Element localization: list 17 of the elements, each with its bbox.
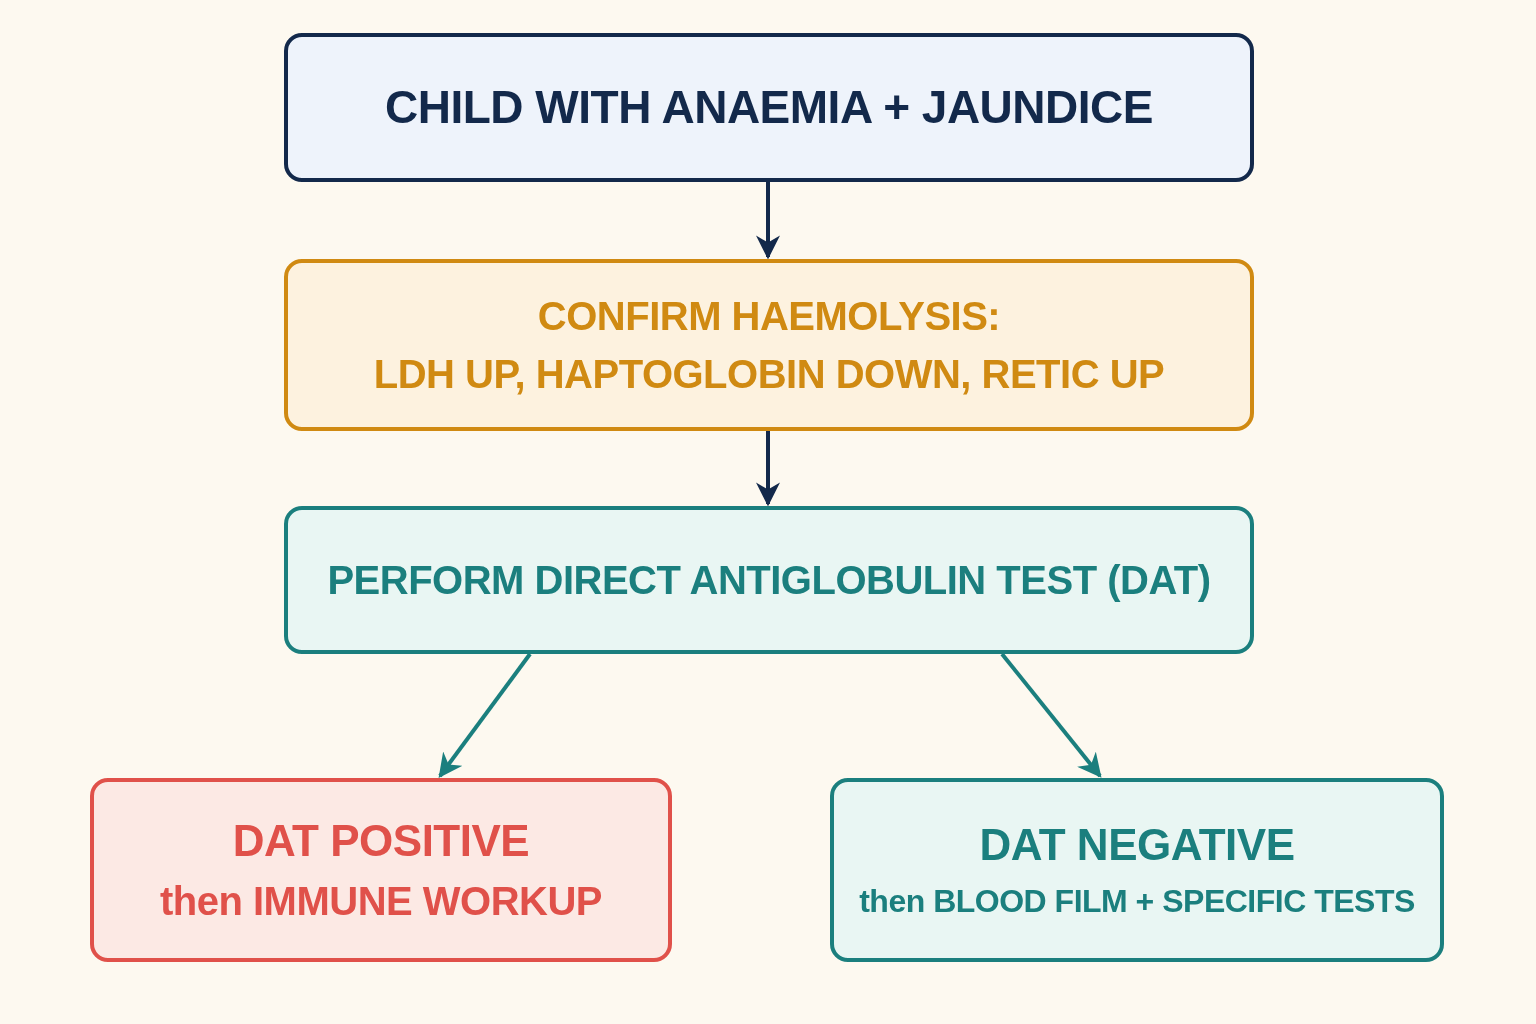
arrow <box>438 652 532 778</box>
box-heading: CONFIRM HAEMOLYSIS: <box>537 293 1001 340</box>
box-heading: PERFORM DIRECT ANTIGLOBULIN TEST (DAT) <box>327 557 1211 604</box>
box-heading: DAT NEGATIVE <box>979 819 1295 872</box>
process-box <box>284 33 1254 182</box>
box-text: then BLOOD FILM + SPECIFIC TESTS <box>859 882 1415 921</box>
box-heading: DAT POSITIVE <box>232 814 530 867</box>
process-box <box>284 506 1254 654</box>
box-heading: CHILD WITH ANAEMIA + JAUNDICE <box>385 79 1153 135</box>
arrow <box>1000 652 1102 778</box>
process-box <box>90 778 672 962</box>
arrow <box>756 431 780 507</box>
box-text: then IMMUNE WORKUP <box>159 878 603 926</box>
process-box <box>830 778 1444 962</box>
box-text: LDH UP, HAPTOGLOBIN DOWN, RETIC UP <box>373 351 1165 398</box>
arrow <box>756 182 780 260</box>
process-box <box>284 259 1254 431</box>
